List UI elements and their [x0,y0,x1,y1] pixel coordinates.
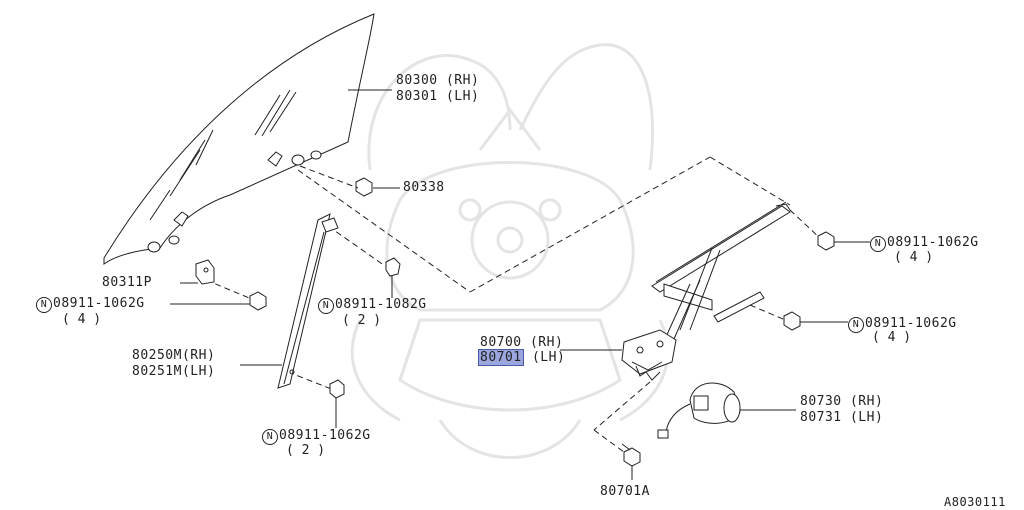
label-regulator-rh: 80700 (RH) [480,335,564,350]
nut-part-number: 08911-1062G [865,316,957,331]
bracket-80311P [180,259,215,285]
bolt-80338 [355,177,400,197]
qty-nut-reg-mid: ( 4 ) [872,330,912,345]
label-glass-rh: 80300 (RH) [396,73,480,88]
sash-channel [240,213,339,389]
qty-nut-sash-top: ( 2 ) [342,313,382,328]
nut-part-number: 08911-1062G [887,235,979,250]
nut-symbol-icon: N [36,297,52,313]
glass-clips [147,150,322,253]
nut-symbol-icon: N [870,236,886,252]
label-sash-lh: 80251M(LH) [132,364,216,379]
nut-part-number: 08911-1082G [335,297,427,312]
label-sash-rh: 80250M(RH) [132,348,216,363]
qty-nut-sash-bottom: ( 2 ) [286,443,326,458]
nut-symbol-icon: N [848,317,864,333]
bolt-80701A [621,443,641,480]
label-motor-rh: 80730 (RH) [800,394,884,409]
regulator-motor [657,382,796,439]
regulator-lh-side: (LH) [523,350,566,365]
qty-nut-reg-top: ( 4 ) [894,250,934,265]
nut-symbol-icon: N [318,298,334,314]
label-bolt-80338: 80338 [403,180,445,195]
nut-part-number: 08911-1062G [279,428,371,443]
samurai-helmet-logo [350,43,670,459]
window-regulator [560,201,791,381]
label-bolt-80701A: 80701A [600,484,650,499]
label-regulator-lh[interactable]: 80701 (LH) [478,349,566,366]
nut-part-number: 08911-1062G [53,296,145,311]
qty-nut-glass-bracket: ( 4 ) [62,312,102,327]
nut-symbol-icon: N [262,429,278,445]
highlighted-part-number[interactable]: 80701 [478,349,524,366]
label-bracket-80311P: 80311P [102,275,152,290]
diagram-ref-code: A8030111 [944,495,1006,509]
label-motor-lh: 80731 (LH) [800,410,884,425]
label-glass-lh: 80301 (LH) [396,89,480,104]
